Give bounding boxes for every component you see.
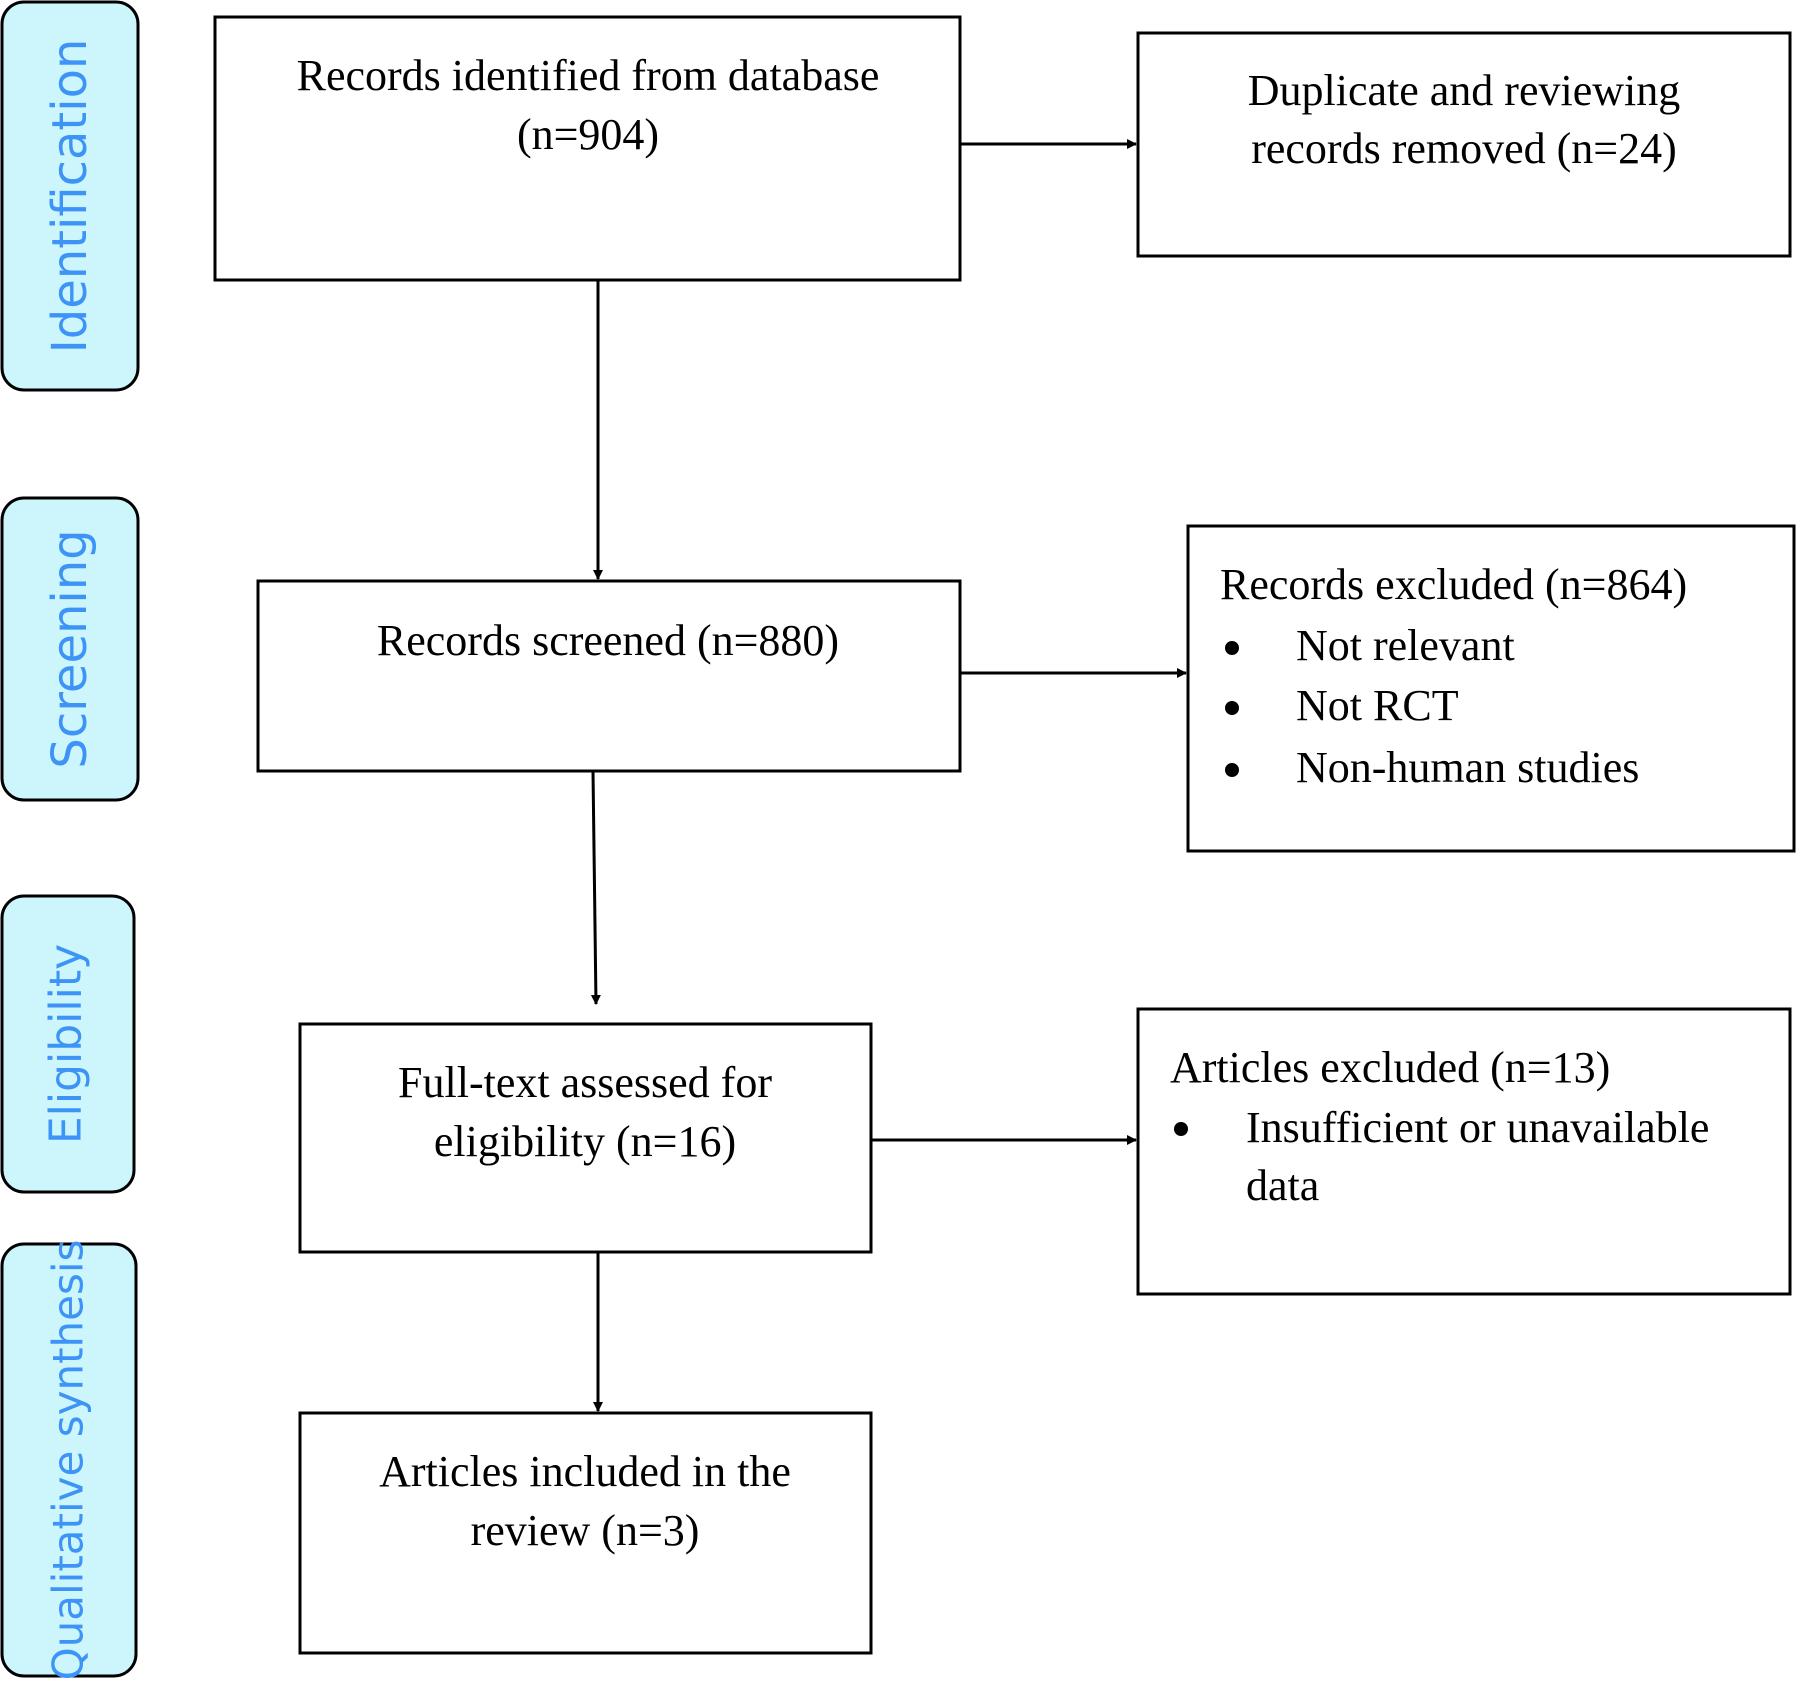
records-excluded-box: Records excluded (n=864) Not relevant No…	[1186, 524, 1796, 853]
records-identified-box: Records identified from database (n=904)	[213, 15, 962, 282]
articles-excluded-item: Insufficient or unavailable	[1246, 1103, 1709, 1152]
records-removed-line-2: records removed (n=24)	[1251, 124, 1677, 173]
full-text-assessed-box: Full-text assessed for eligibility (n=16…	[298, 1022, 873, 1254]
stage-screening: Screening	[0, 496, 140, 802]
bullet-icon	[1225, 701, 1239, 715]
stage-identification: Identification	[0, 0, 140, 392]
stage-qualitative-synthesis-label: Qualitative synthesis	[44, 1240, 93, 1681]
records-screened-line-1: Records screened (n=880)	[377, 616, 839, 665]
articles-excluded-item-continued: data	[1246, 1161, 1319, 1210]
articles-excluded-box: Articles excluded (n=13) Insufficient or…	[1136, 1007, 1792, 1296]
bullet-icon	[1174, 1122, 1188, 1136]
articles-included-box: Articles included in the review (n=3)	[298, 1411, 873, 1655]
records-screened-box: Records screened (n=880)	[256, 579, 962, 773]
articles-included-line-1: Articles included in the	[379, 1447, 791, 1496]
records-removed-box: Duplicate and reviewing records removed …	[1136, 31, 1792, 258]
records-removed-line-1: Duplicate and reviewing	[1248, 66, 1681, 115]
stage-screening-label: Screening	[42, 529, 98, 768]
records-identified-line-2: (n=904)	[517, 110, 659, 159]
arrow-screened-to-full-text	[590, 770, 601, 1005]
full-text-line-1: Full-text assessed for	[398, 1058, 772, 1107]
full-text-line-2: eligibility (n=16)	[434, 1117, 736, 1166]
stage-eligibility-label: Eligibility	[41, 944, 92, 1144]
records-excluded-item: Not RCT	[1296, 681, 1459, 730]
articles-included-line-2: review (n=3)	[471, 1506, 700, 1555]
stage-qualitative-synthesis: Qualitative synthesis	[0, 1240, 138, 1681]
records-excluded-heading: Records excluded (n=864)	[1220, 560, 1687, 609]
records-excluded-item: Not relevant	[1296, 621, 1515, 670]
stage-eligibility: Eligibility	[0, 894, 136, 1194]
articles-excluded-heading: Articles excluded (n=13)	[1170, 1043, 1610, 1092]
records-excluded-item: Non-human studies	[1296, 743, 1639, 792]
records-identified-line-1: Records identified from database	[297, 51, 880, 100]
bullet-icon	[1225, 641, 1239, 655]
bullet-icon	[1225, 763, 1239, 777]
stage-identification-label: Identification	[42, 39, 98, 354]
